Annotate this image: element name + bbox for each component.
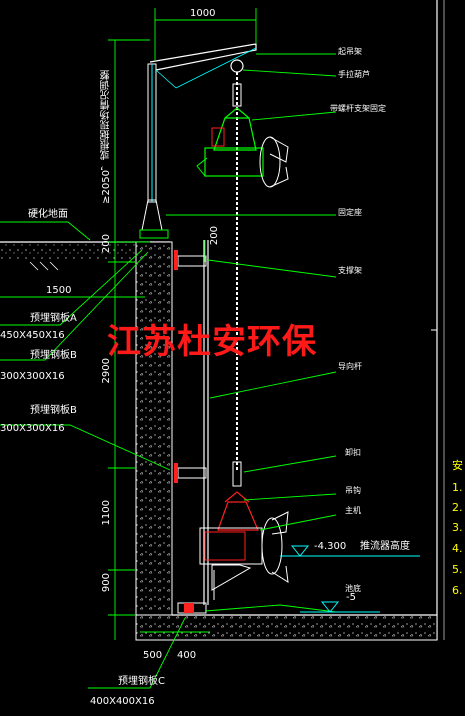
notes-item-5: 5. xyxy=(452,563,463,576)
ground-fill xyxy=(0,242,136,259)
dim-200-right: 200 xyxy=(209,226,220,246)
notes-title: 安 xyxy=(452,459,463,472)
label-plate-a-size: 450X450X16 xyxy=(0,330,65,341)
install-elevation-marker xyxy=(280,545,420,613)
label-plate-b1-size: 300X300X16 xyxy=(0,371,65,382)
dim-400: 400 xyxy=(177,650,197,661)
notes-item-6: 6. xyxy=(452,584,463,597)
soil-hatch xyxy=(29,261,59,271)
label-support-frame: 支撑架 xyxy=(338,266,362,275)
label-plate-b2-name: 预埋钢板B xyxy=(30,405,77,416)
notes-item-3: 3. xyxy=(452,521,463,534)
label-hoist-frame: 起吊架 xyxy=(338,47,362,56)
hoist-mast xyxy=(139,43,257,239)
dim-top-width: 1000 xyxy=(190,8,216,19)
lifting-chain xyxy=(230,59,244,487)
dim-1500: 1500 xyxy=(46,285,72,296)
label-plate-c-size: 400X400X16 xyxy=(90,696,155,707)
watermark: 江苏杜安环保 xyxy=(107,322,317,362)
mixer-upper xyxy=(196,107,289,188)
label-hook: 吊钩 xyxy=(345,486,361,495)
notes-item-4: 4. xyxy=(452,542,463,555)
label-tank-bottom: 池底 xyxy=(345,584,361,593)
dim-mast-height: ≥2050，或根据现场情况调整 xyxy=(101,70,112,204)
label-motor: 主机 xyxy=(345,506,361,515)
notes-item-2: 2. xyxy=(452,501,463,514)
label-plate-b2-size: 300X300X16 xyxy=(0,423,65,434)
label-install-elev: -4.300 xyxy=(314,541,347,552)
label-install-elev-note: 推流器高度 xyxy=(360,541,410,552)
dim-900: 900 xyxy=(101,573,112,593)
label-hardened-ground: 硬化地面 xyxy=(28,209,68,220)
dim-500: 500 xyxy=(143,650,163,661)
label-hand-hoist: 手拉葫芦 xyxy=(338,70,370,79)
dim-1100: 1100 xyxy=(101,500,112,526)
label-fixed-seat: 固定座 xyxy=(338,208,362,217)
tank-wall xyxy=(135,241,173,641)
dimension-lines xyxy=(0,8,257,640)
tank-floor xyxy=(135,614,438,641)
label-upper-bracket: 带螺杆支架固定 xyxy=(330,104,386,113)
leader-lines xyxy=(0,53,337,689)
dim-200-left: 200 xyxy=(101,234,112,254)
mixer-lower xyxy=(199,491,289,600)
notes-item-1: 1. xyxy=(452,481,463,494)
label-bottom-elev: -5 xyxy=(346,592,356,603)
label-plate-b1-name: 预埋钢板B xyxy=(30,350,77,361)
guide-rail xyxy=(174,240,209,614)
label-shackle: 卸扣 xyxy=(345,448,361,457)
label-guide-rod: 导向杆 xyxy=(338,362,362,371)
label-plate-a-name: 预埋钢板A xyxy=(30,313,77,324)
label-plate-c-name: 预埋钢板C xyxy=(118,676,165,687)
